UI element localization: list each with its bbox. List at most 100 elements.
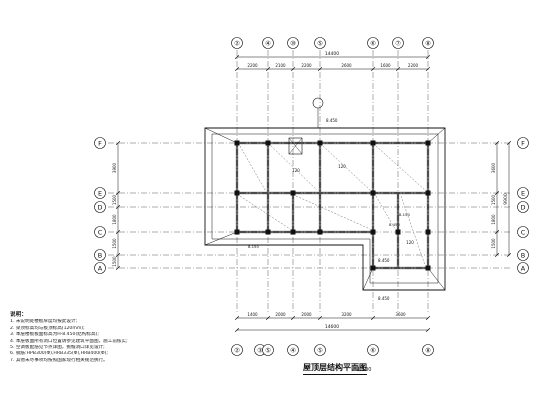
- dimension-text-segment: 1500: [491, 238, 496, 249]
- slab-diagonal: [239, 195, 291, 230]
- axis-bubble-left-label: F: [98, 139, 102, 147]
- dimension-text-segment: 3900: [112, 162, 117, 173]
- axis-bubble-right: [517, 201, 529, 213]
- axis-bubble-top: [392, 37, 404, 49]
- dimension-tick: [234, 327, 240, 333]
- dimension-tick: [425, 327, 431, 333]
- roof-hip-line: [204, 127, 238, 144]
- axis-bubble-left: [94, 226, 106, 238]
- axis-bubble-right: [517, 262, 529, 274]
- axis-bubble-right-label: C: [521, 228, 526, 236]
- dimension-tick: [115, 140, 121, 146]
- axis-bubble-left: [94, 187, 106, 199]
- axis-bubble-bottom: [314, 344, 326, 356]
- axis-bubble-right: [517, 137, 529, 149]
- dimension-text-segment: 2200: [408, 63, 419, 68]
- axis-bubble-right-label: E: [521, 189, 525, 197]
- axis-bubble-right-label: B: [521, 251, 525, 259]
- notes-item: 7. 其他未尽事项均按照国家现行相关规范执行。: [10, 357, 108, 363]
- dimension-text-total: 14400: [325, 51, 339, 57]
- dimension-tick: [290, 315, 296, 321]
- axis-bubble-top: [367, 37, 379, 49]
- notes-item: 3. 本层楼板板面标高为H-8.450(结构标高);: [10, 332, 99, 338]
- dimension-text-segment: 1500: [112, 256, 117, 267]
- axis-bubble-left-label: A: [98, 264, 103, 272]
- axis-bubble-bottom: [422, 344, 434, 356]
- notes-item: 1. 未说明处楼板厚度均按此设计;: [10, 319, 78, 325]
- axis-bubble-right-label: F: [521, 139, 525, 147]
- drawing-scale: 1:100: [357, 367, 372, 373]
- dimension-text-segment: 1800: [491, 214, 496, 225]
- slab-thickness-label: 120: [338, 164, 346, 169]
- axis-bubble-bottom: [262, 344, 274, 356]
- dimension-tick: [425, 315, 431, 321]
- elevation-label: 8.450: [326, 118, 338, 123]
- axis-bubble-left: [94, 201, 106, 213]
- axis-bubble-top-label: ⑥: [370, 39, 376, 47]
- axis-bubble-left: [94, 249, 106, 261]
- axis-bubble-bottom-label: ⑧: [425, 346, 431, 354]
- dimension-tick: [115, 229, 121, 235]
- dimension-tick: [425, 54, 431, 60]
- dimension-text-segment: 2200: [301, 63, 312, 68]
- axis-bubble-top-label: ⑦: [395, 39, 401, 47]
- axis-bubble-bottom-label: ②: [234, 346, 240, 354]
- axis-bubble-left-label: E: [98, 189, 102, 197]
- axis-bubble-left-label: C: [98, 228, 103, 236]
- dimension-tick: [115, 252, 121, 258]
- dimension-text-segment: 1600: [380, 63, 391, 68]
- axis-bubble-top-label: ⑩: [290, 39, 296, 47]
- notes-item: 5. 空调板配筋见节点详图，挑檐洞口详见设计;: [10, 345, 105, 351]
- dimension-tick: [115, 190, 121, 196]
- dimension-text-segment: 2100: [275, 63, 286, 68]
- dimension-tick: [317, 315, 323, 321]
- roof-hip-line: [427, 267, 446, 291]
- slab-diagonal: [295, 195, 371, 230]
- slab-diagonal: [270, 145, 318, 191]
- general-notes: 说明： 1. 未说明处楼板厚度均按此设计; 2. 梁顶标高均与板顶标高(120m…: [10, 312, 215, 364]
- elevation-label: 8.450: [378, 296, 390, 301]
- dimension-text-segment: 1500: [491, 194, 496, 205]
- drawing-title: 屋顶层结构平面图: [303, 362, 367, 375]
- axis-bubble-top: [422, 37, 434, 49]
- dimension-tick: [265, 315, 271, 321]
- dimension-tick: [234, 54, 240, 60]
- dimension-text-total: 9900: [503, 193, 509, 205]
- axis-bubble-left-label: D: [97, 203, 102, 211]
- dimension-text-segment: 2200: [247, 63, 258, 68]
- axis-bubble-bottom: [287, 344, 299, 356]
- slab-diagonal: [375, 195, 396, 230]
- axis-bubble-right: [517, 249, 529, 261]
- dimension-text-segment: 1800: [112, 214, 117, 225]
- axis-bubble-bottom-label: ⑤: [265, 346, 271, 354]
- slab-diagonal: [322, 145, 371, 191]
- dimension-text-segment: 3200: [341, 312, 352, 317]
- axis-bubble-right-label: D: [520, 203, 525, 211]
- slab-thickness-label: 120: [292, 168, 300, 173]
- axis-bubble-top: [231, 37, 243, 49]
- dimension-text-segment: 2000: [301, 312, 312, 317]
- dimension-text-segment: 1400: [247, 312, 258, 317]
- dimension-text-segment: 2000: [275, 312, 286, 317]
- axis-bubble-top-label: ⑧: [425, 39, 431, 47]
- axis-bubble-top: [287, 37, 299, 49]
- axis-bubble-bottom-label: ③: [257, 346, 263, 354]
- axis-bubble-bottom-label: ⑤: [317, 346, 323, 354]
- axis-bubble-top: [262, 37, 274, 49]
- axis-bubble-right: [517, 187, 529, 199]
- notes-item: 2. 梁顶标高均与板顶标高(120mm);: [10, 325, 85, 331]
- roof-hip-line: [362, 267, 374, 291]
- slab-diagonal: [375, 145, 426, 191]
- axis-bubble-bottom-label: ④: [290, 346, 296, 354]
- notes-item: 4. 本层板面所有洞口位置请参见建筑平面图，施工前核实;: [10, 338, 128, 344]
- roof-hip-line: [427, 127, 446, 144]
- axis-bubble-top-label: ⑤: [317, 39, 323, 47]
- dimension-tick: [115, 265, 121, 271]
- dimension-text-segment: 3600: [395, 312, 406, 317]
- roof-opening: [288, 137, 303, 155]
- slab-diagonal: [239, 145, 266, 191]
- elevation-label: 8.450: [378, 258, 390, 263]
- notes-title: 说明：: [10, 312, 27, 318]
- axis-bubble-right: [517, 226, 529, 238]
- dimension-text-segment: 3600: [491, 162, 496, 173]
